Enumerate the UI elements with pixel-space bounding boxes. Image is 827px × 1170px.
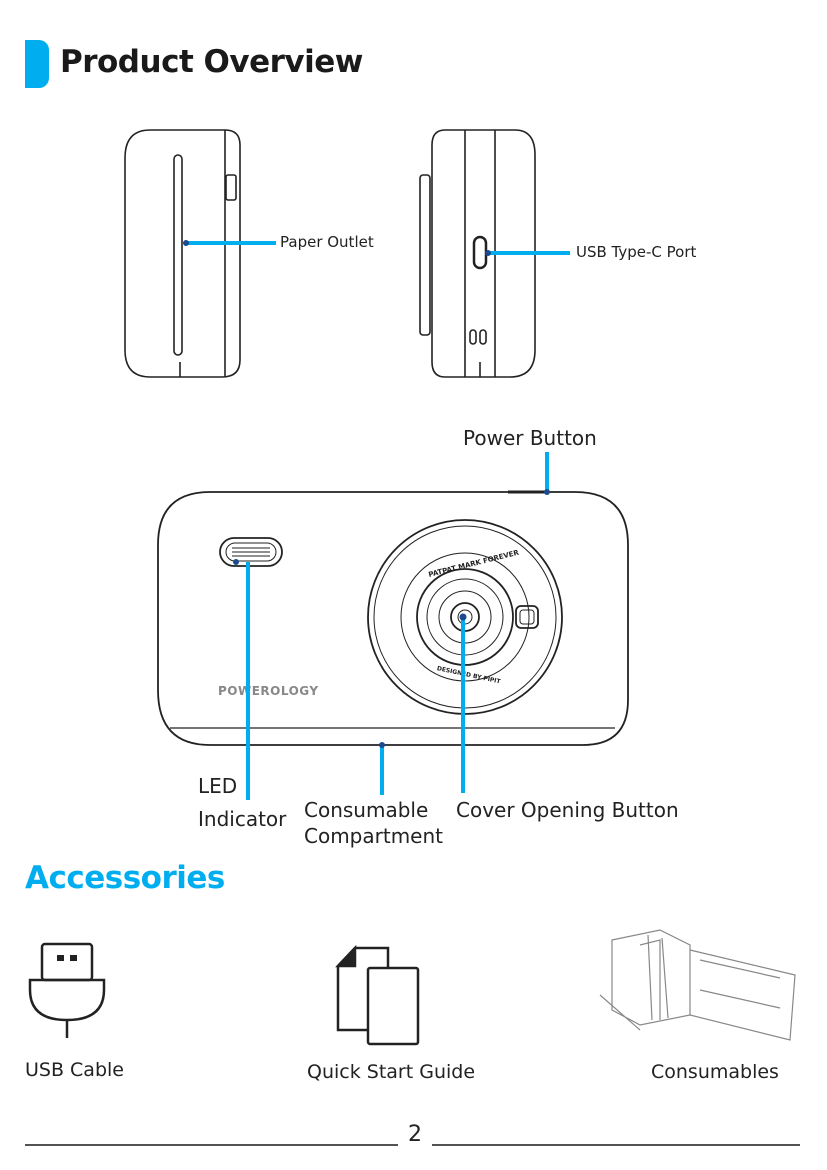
usb-port-label: USB Type-C Port: [576, 243, 697, 261]
side-view-left: [124, 129, 241, 378]
usb-cable-icon: [28, 942, 106, 1038]
led-label-line2: Indicator: [198, 807, 287, 831]
cover-button-label: Cover Opening Button: [456, 798, 679, 822]
front-view: [157, 490, 629, 746]
accessory-label-consumables: Consumables: [651, 1061, 779, 1083]
accessory-label-usb-cable: USB Cable: [25, 1059, 124, 1081]
page-number: 2: [408, 1122, 422, 1147]
brand-logo: POWEROLOGY: [218, 684, 319, 698]
consumable-label-line2: Compartment: [304, 824, 444, 848]
accessory-label-quick-start-guide: Quick Start Guide: [307, 1061, 476, 1083]
consumables-illustration: [599, 929, 796, 1041]
ring-text-top: PATPAT MARK FOREVER: [428, 549, 521, 579]
paper-outlet-label: Paper Outlet: [280, 233, 374, 251]
document-icon: [335, 944, 420, 1046]
accessories-title: Accessories: [25, 860, 225, 896]
page-title: Product Overview: [60, 44, 363, 80]
power-button-label: Power Button: [463, 426, 597, 450]
title-accent-bar: [25, 40, 49, 88]
consumable-label-line1: Consumable: [304, 798, 429, 822]
led-label-line1: LED: [198, 774, 238, 798]
